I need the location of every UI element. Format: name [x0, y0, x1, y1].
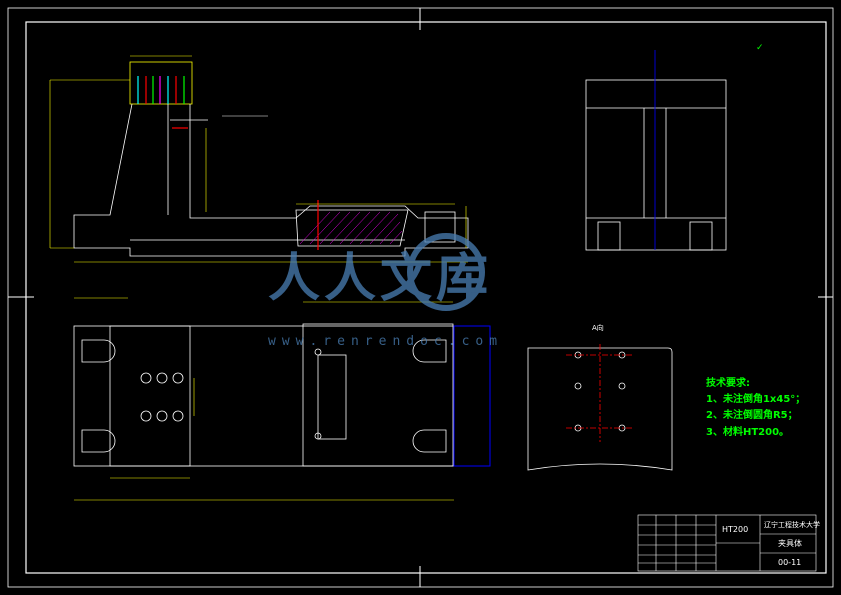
watermark-url: www.renrendoc.com — [268, 334, 503, 349]
selection-rect — [453, 325, 491, 467]
side-view — [585, 79, 727, 251]
check-icon: ✓ — [756, 43, 764, 53]
a-view-centerlines — [566, 344, 634, 442]
school-name: 辽宁工程技术大学 — [764, 520, 820, 529]
title-block-text: HT200 辽宁工程技术大学 夹具体 00-11 — [722, 520, 820, 567]
a-view-label: A向 — [592, 323, 604, 332]
technical-requirements: 技术要求: 1、未注倒角1x45°； 2、未注倒圆角R5； 3、材料HT200。 — [706, 376, 805, 438]
front-view-dimensions — [49, 55, 468, 263]
watermark-logo-icon — [407, 233, 485, 311]
title-block — [637, 514, 817, 572]
front-view — [73, 61, 469, 257]
watermark-brand: 人人文库 — [268, 249, 492, 309]
watermark: 人人文库 www.renrendoc.com — [268, 233, 503, 349]
part-name: 夹具体 — [778, 538, 802, 548]
front-view-colored-features — [137, 76, 319, 250]
section-hatch — [299, 211, 403, 245]
tech-req-item: 2、未注倒圆角R5； — [706, 408, 798, 421]
tech-req-item: 3、材料HT200。 — [706, 425, 789, 438]
tech-req-heading: 技术要求: — [706, 376, 750, 389]
tech-req-item: 1、未注倒角1x45°； — [706, 392, 805, 405]
sheet-border — [7, 7, 834, 588]
material-label: HT200 — [722, 525, 748, 534]
drawing-number: 00-11 — [778, 558, 801, 567]
